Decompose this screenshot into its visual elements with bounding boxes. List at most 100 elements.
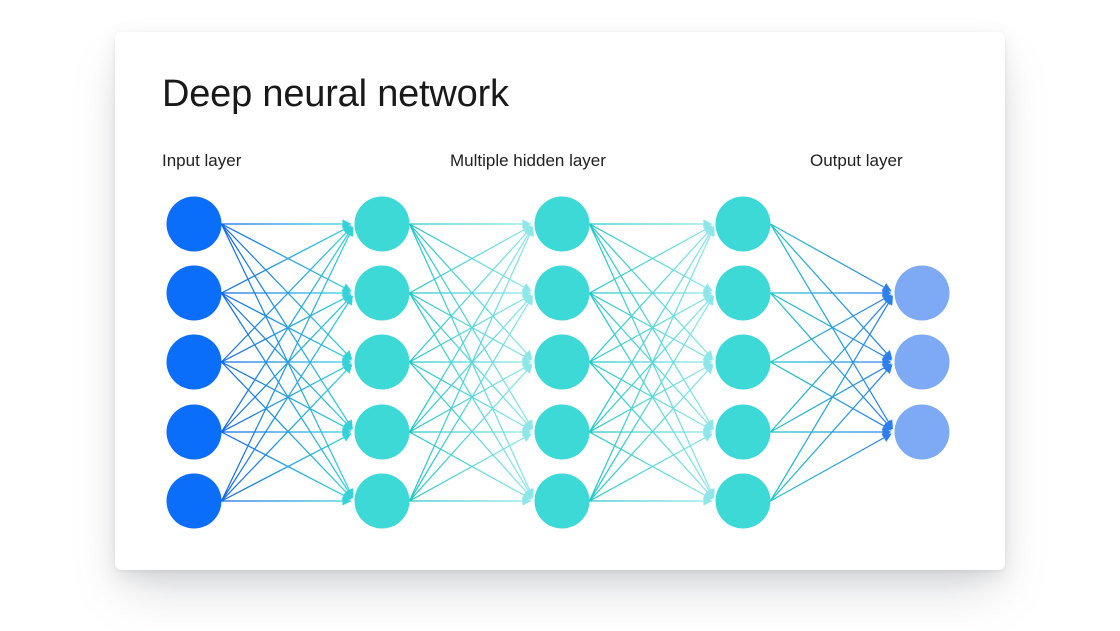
edge bbox=[221, 296, 348, 363]
edge bbox=[589, 435, 709, 502]
edge-arrowhead bbox=[345, 226, 354, 237]
edge bbox=[221, 223, 350, 357]
edge-arrowhead bbox=[706, 226, 715, 237]
edge bbox=[588, 231, 713, 502]
edge-arrowhead bbox=[883, 364, 893, 375]
node-hidden-2-3 bbox=[534, 404, 590, 460]
node-output-4-2 bbox=[894, 404, 950, 460]
edge-arrowhead bbox=[521, 433, 532, 442]
edge bbox=[220, 292, 351, 495]
node-hidden-2-4 bbox=[534, 473, 590, 529]
edge bbox=[409, 292, 530, 427]
edge bbox=[221, 361, 348, 429]
edge bbox=[769, 223, 891, 426]
edge bbox=[409, 367, 530, 502]
edges-group bbox=[220, 219, 893, 506]
edge bbox=[769, 299, 891, 502]
edge-arrowhead bbox=[884, 295, 893, 306]
edge bbox=[221, 367, 350, 502]
edge bbox=[409, 229, 530, 363]
edge bbox=[589, 361, 711, 496]
node-input-0-1 bbox=[166, 265, 222, 321]
edge bbox=[221, 298, 350, 433]
edge-arrowhead bbox=[522, 496, 532, 506]
edge bbox=[221, 435, 348, 502]
node-hidden-1-0 bbox=[354, 196, 410, 252]
edge-arrowhead bbox=[703, 496, 713, 506]
edge bbox=[221, 292, 348, 359]
edge bbox=[588, 223, 713, 494]
node-hidden-2-0 bbox=[534, 196, 590, 252]
edge bbox=[408, 223, 532, 494]
edge bbox=[589, 367, 711, 502]
edge bbox=[221, 223, 348, 290]
edge bbox=[770, 361, 888, 429]
edge bbox=[770, 223, 890, 357]
edge bbox=[770, 292, 888, 359]
edge bbox=[770, 365, 888, 433]
node-hidden-3-2 bbox=[715, 334, 771, 390]
edge bbox=[589, 292, 711, 427]
edge bbox=[221, 229, 350, 363]
edge-arrowhead bbox=[881, 433, 892, 442]
edge bbox=[408, 299, 531, 502]
edge-arrowhead bbox=[342, 496, 352, 506]
layer-label-output: Output layer bbox=[810, 151, 903, 170]
edge bbox=[589, 223, 711, 357]
edge-arrowhead bbox=[705, 295, 714, 306]
layer-label-hidden: Multiple hidden layer bbox=[450, 151, 606, 170]
edge bbox=[221, 431, 348, 498]
edge bbox=[408, 230, 531, 433]
edge bbox=[588, 223, 712, 426]
edge bbox=[221, 292, 350, 427]
edge bbox=[770, 292, 890, 427]
edge bbox=[589, 296, 709, 363]
edge-arrowhead bbox=[703, 364, 714, 375]
node-input-0-4 bbox=[166, 473, 222, 529]
page-title: Deep neural network bbox=[162, 73, 509, 115]
edge bbox=[409, 298, 530, 433]
edge bbox=[588, 299, 712, 502]
node-output-4-1 bbox=[894, 334, 950, 390]
node-input-0-2 bbox=[166, 334, 222, 390]
edge bbox=[589, 227, 709, 294]
edge-arrowhead bbox=[525, 226, 534, 237]
edge bbox=[770, 223, 888, 290]
edge bbox=[220, 223, 352, 495]
edge-arrowhead bbox=[524, 295, 533, 306]
layer-label-input: Input layer bbox=[162, 151, 242, 170]
node-hidden-1-2 bbox=[354, 334, 410, 390]
edge bbox=[220, 223, 351, 426]
node-hidden-1-3 bbox=[354, 404, 410, 460]
edge bbox=[409, 431, 528, 498]
edge bbox=[770, 435, 888, 502]
edge bbox=[589, 298, 711, 433]
edge bbox=[409, 365, 528, 433]
edge bbox=[770, 298, 890, 433]
edge bbox=[589, 365, 709, 433]
node-hidden-2-1 bbox=[534, 265, 590, 321]
edge bbox=[409, 361, 528, 429]
node-hidden-3-1 bbox=[715, 265, 771, 321]
edge bbox=[589, 223, 709, 290]
edge bbox=[589, 431, 709, 498]
edge bbox=[409, 223, 528, 290]
edge bbox=[588, 292, 712, 495]
node-input-0-3 bbox=[166, 404, 222, 460]
edge bbox=[408, 292, 531, 495]
edge bbox=[220, 299, 351, 502]
edge bbox=[589, 292, 709, 359]
edge bbox=[409, 227, 528, 294]
node-hidden-3-3 bbox=[715, 404, 771, 460]
edge bbox=[220, 230, 351, 433]
edge-arrowhead bbox=[523, 364, 533, 375]
edge bbox=[409, 435, 528, 502]
edge bbox=[588, 230, 712, 433]
edge bbox=[409, 296, 528, 363]
nodes-group bbox=[166, 196, 950, 529]
edge bbox=[221, 227, 348, 294]
edge bbox=[409, 361, 530, 496]
edge bbox=[770, 296, 888, 363]
edge bbox=[408, 231, 532, 502]
